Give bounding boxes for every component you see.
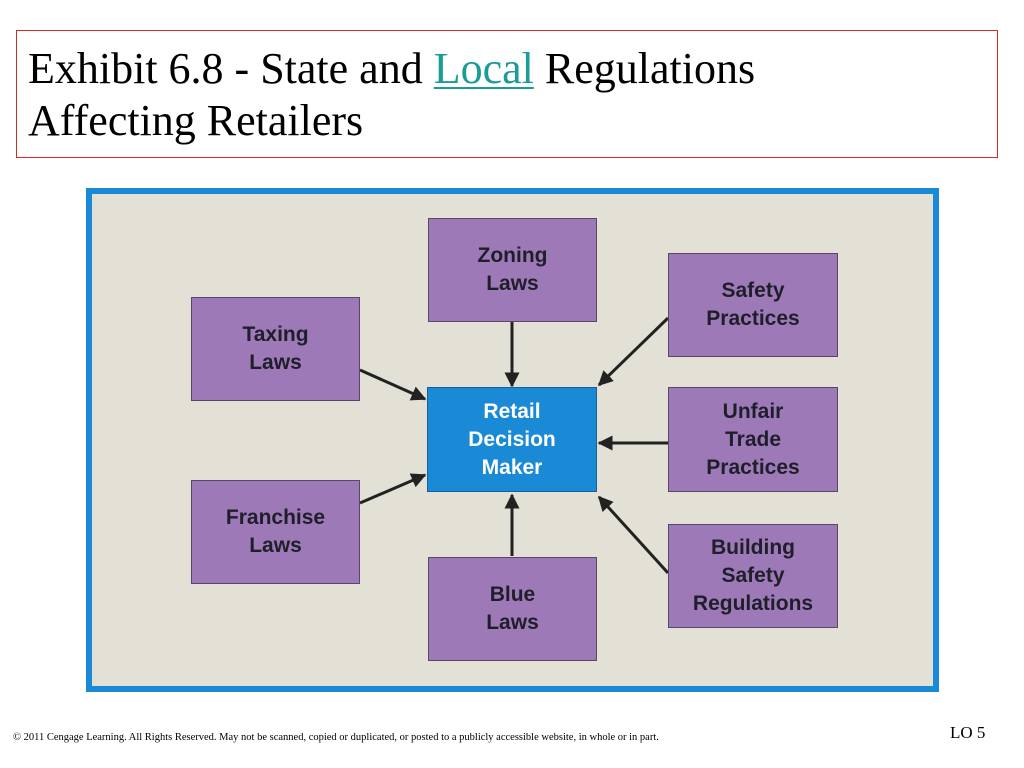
learning-objective-label: LO 5 — [950, 723, 986, 742]
node-unfair-trade-practices: Unfair Trade Practices — [668, 387, 838, 492]
node-building-safety-regulations: Building Safety Regulations — [668, 524, 838, 628]
node-blue-laws: Blue Laws — [428, 557, 597, 661]
node-zoning-laws: Zoning Laws — [428, 218, 597, 322]
copyright-notice: © 2011 Cengage Learning. All Rights Rese… — [13, 732, 659, 743]
slide-title-box: Exhibit 6.8 - State and Local Regulation… — [16, 30, 998, 158]
node-retail-decision-maker: Retail Decision Maker — [427, 387, 597, 492]
title-text-start: Exhibit 6.8 - State and — [28, 44, 434, 93]
title-text-end: Regulations — [533, 44, 756, 93]
node-franchise-laws: Franchise Laws — [191, 480, 360, 584]
slide-title-line-1: Exhibit 6.8 - State and Local Regulation… — [28, 43, 997, 95]
local-link[interactable]: Local — [433, 44, 534, 93]
slide-title-line-2: Affecting Retailers — [28, 96, 364, 145]
node-taxing-laws: Taxing Laws — [191, 297, 360, 401]
node-safety-practices: Safety Practices — [668, 253, 838, 357]
